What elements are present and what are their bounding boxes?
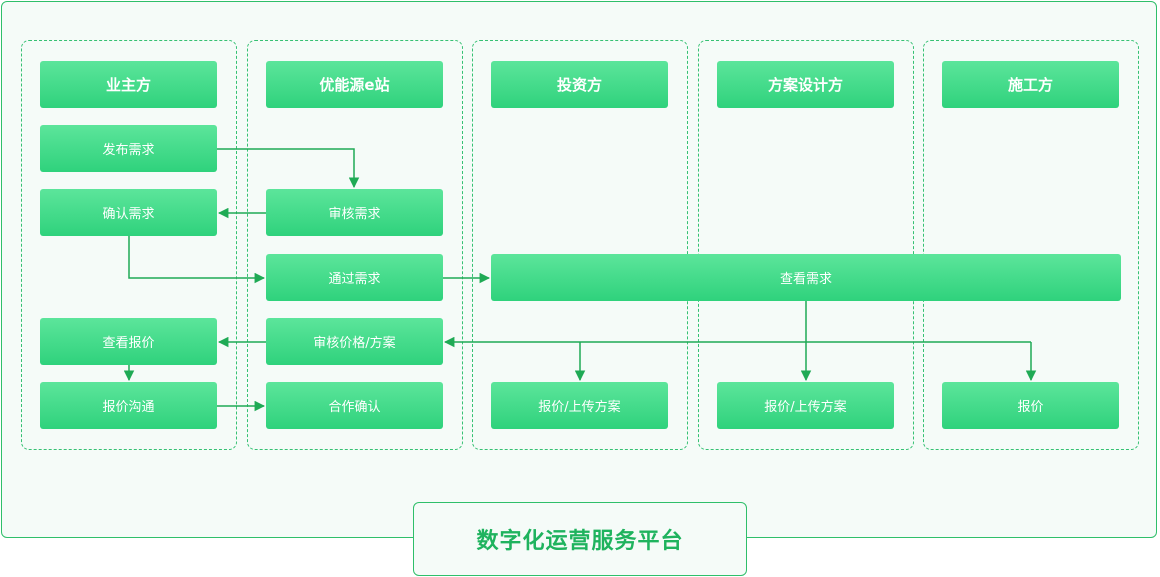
arrow-confirm-to-approve	[128, 236, 266, 284]
step-view-demand: 查看需求	[491, 254, 1121, 301]
step-view-quote: 查看报价	[40, 318, 217, 365]
lane-header-platform-site: 优能源e站	[266, 61, 443, 108]
step-approve-demand: 通过需求	[266, 254, 443, 301]
step-cooperation-confirm: 合作确认	[266, 382, 443, 429]
lane-header-owner: 业主方	[40, 61, 217, 108]
step-confirm-demand: 确认需求	[40, 189, 217, 236]
lane-platform-site	[247, 40, 463, 450]
step-designer-quote-upload: 报价/上传方案	[717, 382, 894, 429]
step-review-price-plan: 审核价格/方案	[266, 318, 443, 365]
lane-designer	[698, 40, 914, 450]
arrow-publish-to-review	[217, 148, 360, 189]
lane-header-builder: 施工方	[942, 61, 1119, 108]
step-publish-demand: 发布需求	[40, 125, 217, 172]
step-quote-communication: 报价沟通	[40, 382, 217, 429]
step-builder-quote: 报价	[942, 382, 1119, 429]
lane-header-designer: 方案设计方	[717, 61, 894, 108]
platform-label: 数字化运营服务平台	[413, 502, 747, 576]
step-review-demand: 审核需求	[266, 189, 443, 236]
lane-header-investor: 投资方	[491, 61, 668, 108]
lane-investor	[472, 40, 688, 450]
step-investor-quote-upload: 报价/上传方案	[491, 382, 668, 429]
lane-builder	[923, 40, 1139, 450]
